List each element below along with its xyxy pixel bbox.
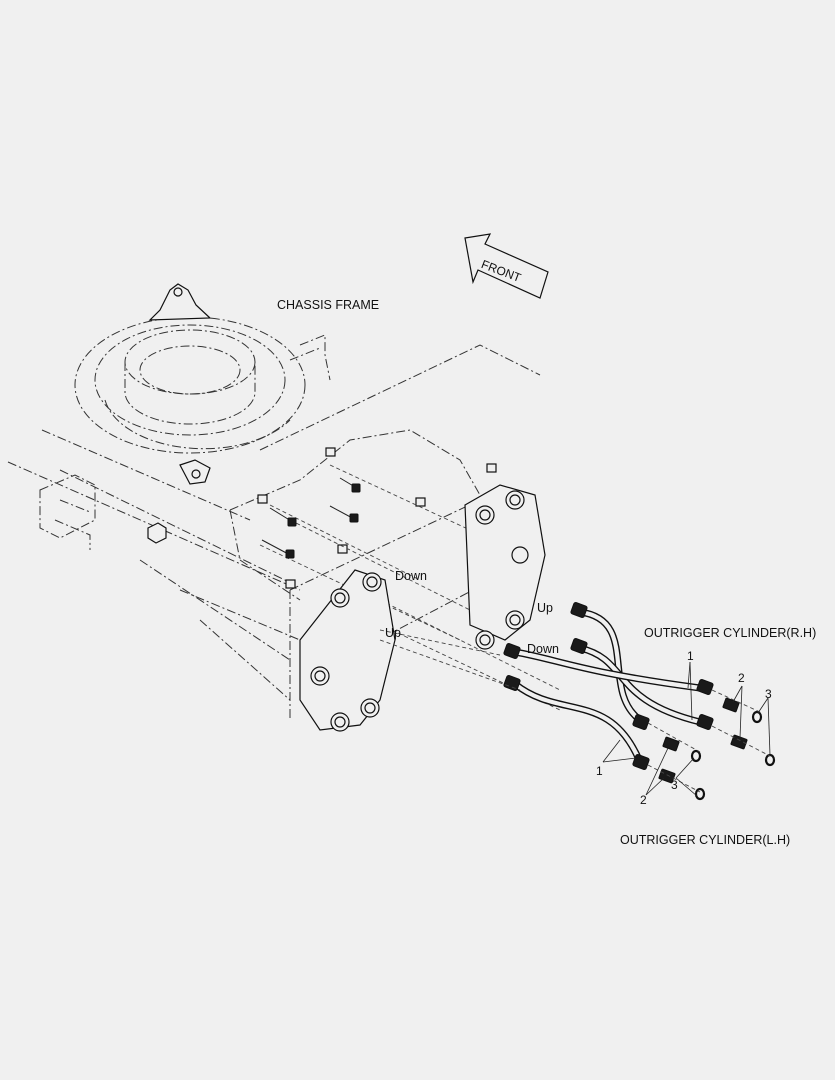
chassis-frame-label: CHASSIS FRAME	[277, 298, 380, 312]
down-label-lower: Down	[527, 642, 559, 656]
up-label-left: Up	[385, 626, 401, 640]
up-label-right: Up	[537, 601, 553, 615]
alignment-lines	[379, 629, 771, 793]
hydraulic-hoses	[503, 602, 714, 770]
down-label-upper: Down	[395, 569, 427, 583]
outrigger-lh-label: OUTRIGGER CYLINDER(L.H)	[620, 833, 791, 847]
callout-adapter-lh: 2	[640, 793, 647, 807]
callout-adapter-rh: 2	[738, 671, 745, 685]
o-rings	[690, 710, 776, 801]
lug-top	[148, 283, 212, 321]
callout-oring-rh: 3	[765, 687, 772, 701]
callout-oring-lh: 3	[671, 778, 678, 792]
callout-hose-rh: 1	[687, 649, 694, 663]
callout-hose-lh: 1	[596, 764, 603, 778]
leader-lines	[602, 661, 771, 797]
outrigger-bracket-front	[464, 484, 546, 650]
block-part	[147, 522, 167, 544]
outrigger-rh-label: OUTRIGGER CYLINDER(R.H)	[644, 626, 817, 640]
front-arrow	[464, 233, 549, 299]
swivel-fittings	[261, 477, 361, 559]
outrigger-bracket-rear	[299, 569, 396, 732]
